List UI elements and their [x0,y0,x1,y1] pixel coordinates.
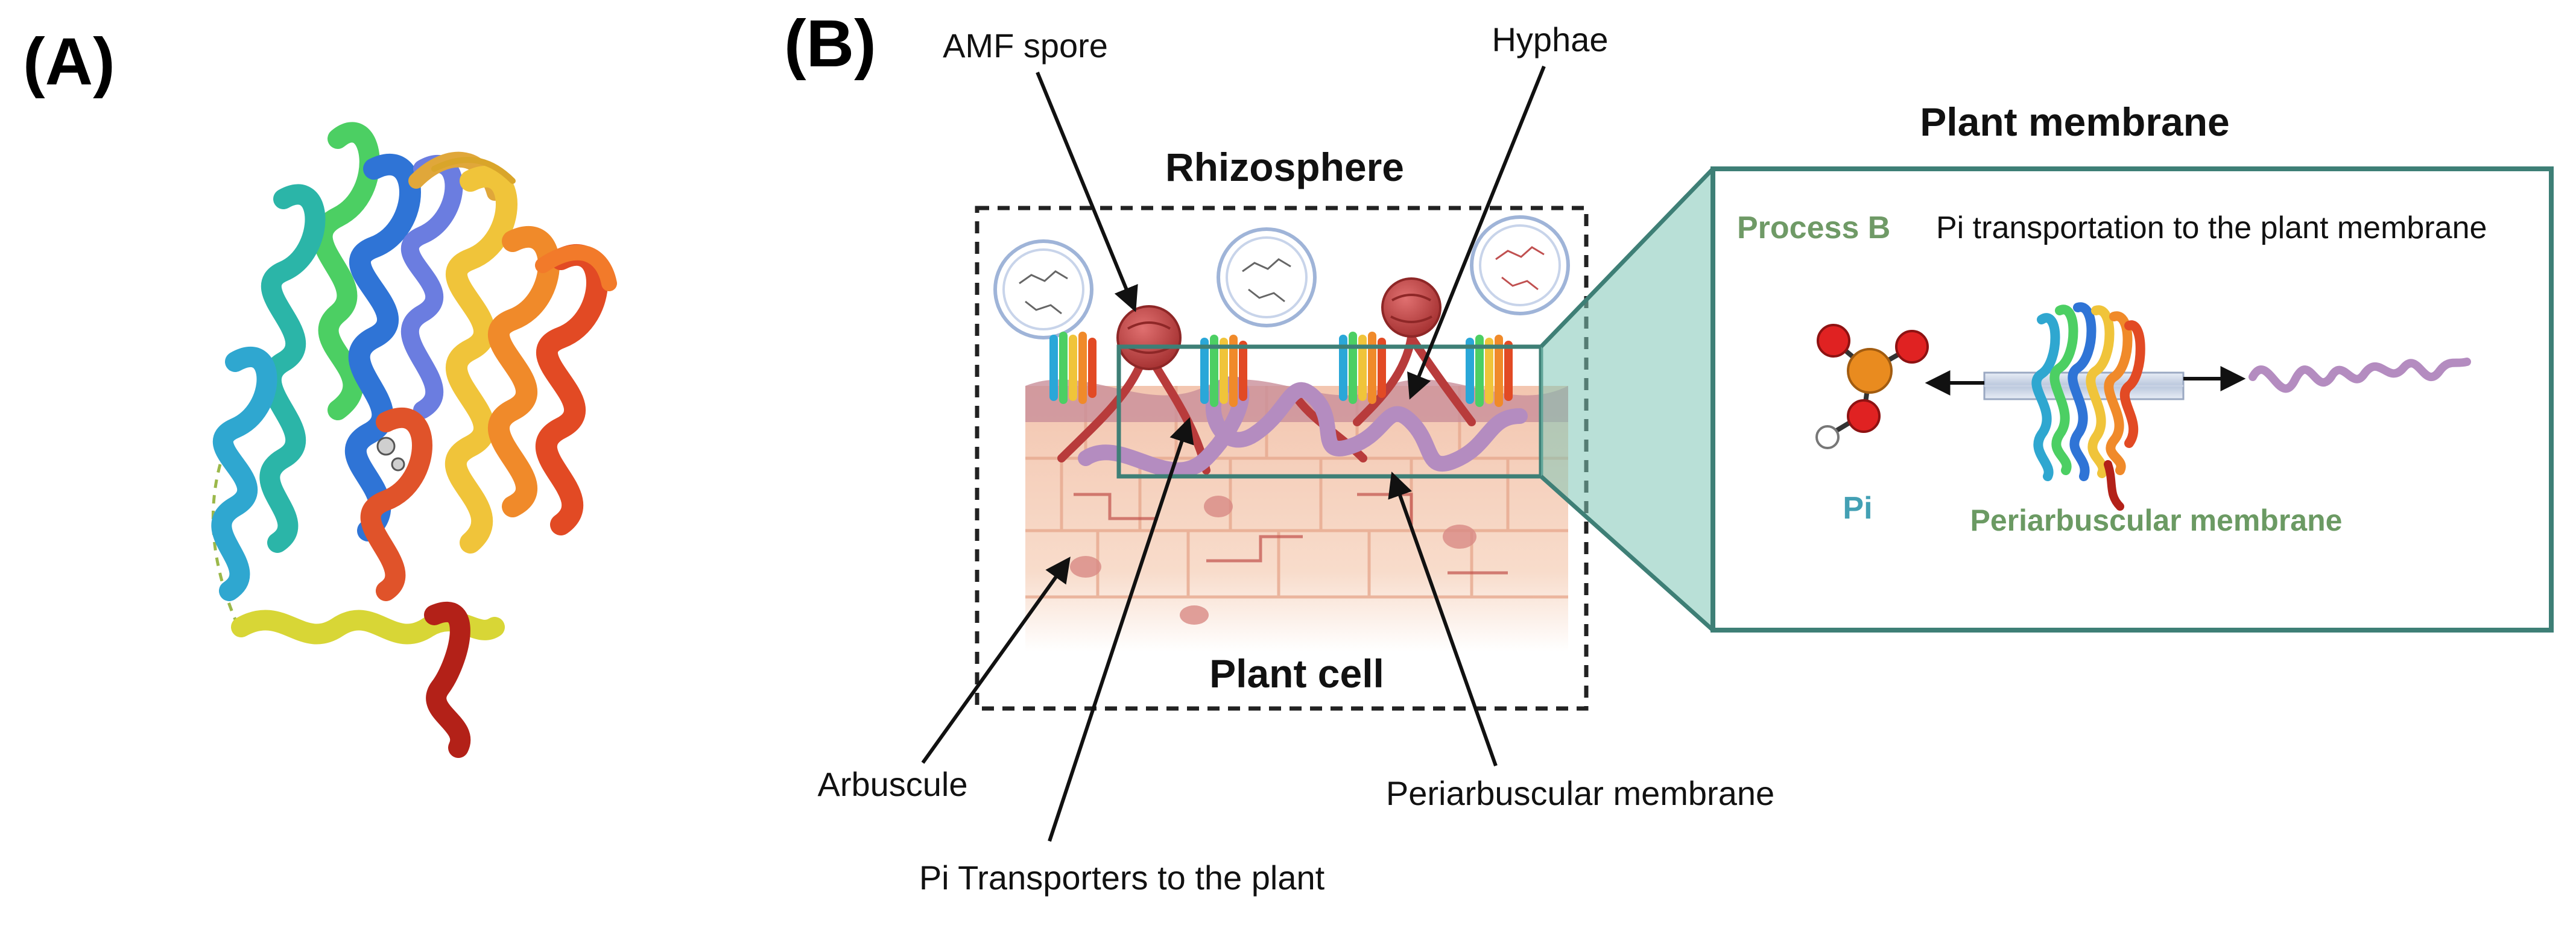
molecule-circles [993,215,1570,339]
plant-cell-label: Plant cell [1209,651,1384,696]
panel-b-label: (B) [784,7,876,81]
pi-transporters-callout: Pi Transporters to the plant [919,859,1325,897]
transporter-protein-ribbon [211,122,617,758]
arbuscule-callout: Arbuscule [817,765,967,803]
phosphate-molecule-icon [1815,324,1929,449]
rhizosphere-label: Rhizosphere [1165,145,1404,189]
arbuscule-coil [1078,376,1528,478]
plant-cell-tissue [1025,386,1568,651]
panel-a-label: (A) [23,25,115,99]
pi-label: Pi [1843,491,1872,526]
pi-transporter-protein-icon [2031,302,2145,511]
inset-title: Plant membrane [1920,99,2230,144]
pi-transporter-icons [1049,332,1513,407]
process-label: Process B [1737,210,1890,245]
arbuscule-squiggle [2248,358,2471,393]
process-description: Pi transportation to the plant membrane [1936,210,2487,245]
periarbuscular-membrane-bar [1983,371,2185,400]
hyphae-callout: Hyphae [1492,21,1608,58]
periarbuscular-membrane-inset-label: Periarbuscular membrane [1970,503,2343,537]
periarbuscular-membrane-callout: Periarbuscular membrane [1386,774,1774,812]
callout-arrows [921,65,1546,842]
amf-spore-callout: AMF spore [943,27,1108,65]
rhizosphere-plant-cell-box [975,206,1589,711]
amf-spore-icon [1116,277,1441,370]
